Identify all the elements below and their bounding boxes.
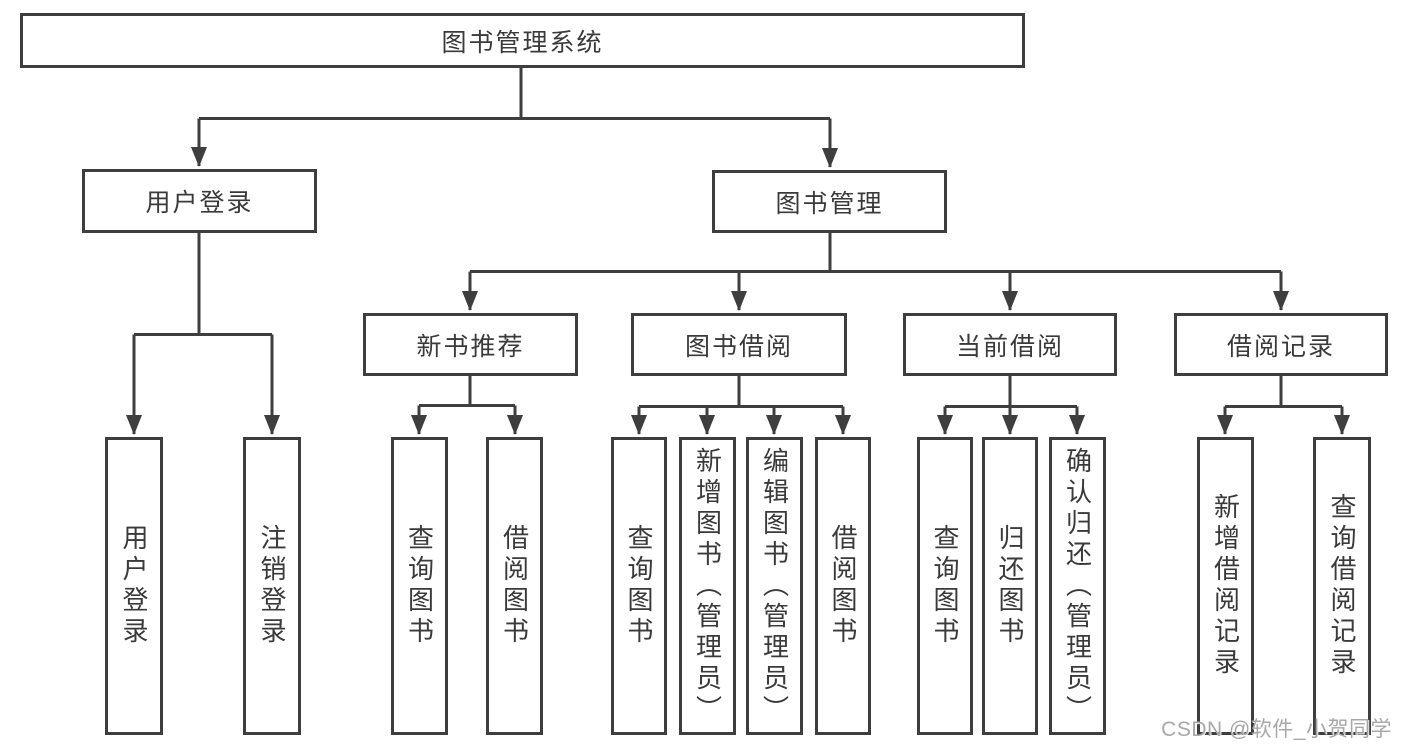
leaf-current-confirm-return-admin: 确认归还（管理员） — [1049, 437, 1106, 735]
leaf-borrow-add-book-admin: 新增图书（管理员） — [679, 437, 736, 735]
connector-user-login-children — [126, 233, 280, 435]
leaf-newbook-query-book: 查询图书 — [391, 437, 448, 735]
node-book-management: 图书管理 — [712, 170, 947, 233]
node-user-login: 用户登录 — [82, 169, 317, 233]
connector-root-to-level2 — [191, 68, 838, 168]
leaf-record-add-record: 新增借阅记录 — [1197, 437, 1254, 735]
leaf-borrow-edit-book-admin: 编辑图书（管理员） — [746, 437, 803, 735]
node-new-book-recommend: 新书推荐 — [363, 313, 578, 376]
connector-current-borrow-children — [937, 376, 1085, 435]
node-library-system: 图书管理系统 — [20, 13, 1025, 68]
connector-book-borrow-children — [631, 376, 851, 435]
connector-new-book-children — [411, 376, 523, 435]
node-current-borrow: 当前借阅 — [903, 313, 1117, 376]
leaf-borrow-query-book: 查询图书 — [611, 437, 667, 735]
leaf-user-login: 用户登录 — [105, 437, 163, 735]
leaf-newbook-borrow-book: 借阅图书 — [486, 437, 543, 735]
leaf-borrow-borrow-book: 借阅图书 — [815, 437, 871, 735]
leaf-logout-login: 注销登录 — [243, 437, 301, 735]
connector-book-management-children — [462, 233, 1289, 311]
watermark: CSDN @软件_小贺同学 — [1161, 718, 1392, 741]
node-book-borrow: 图书借阅 — [631, 313, 847, 376]
node-borrow-record: 借阅记录 — [1174, 313, 1388, 376]
leaf-record-query-record: 查询借阅记录 — [1313, 437, 1371, 735]
leaf-current-query-book: 查询图书 — [917, 437, 973, 735]
leaf-current-return-book: 归还图书 — [982, 437, 1038, 735]
connector-borrow-record-children — [1217, 376, 1350, 435]
